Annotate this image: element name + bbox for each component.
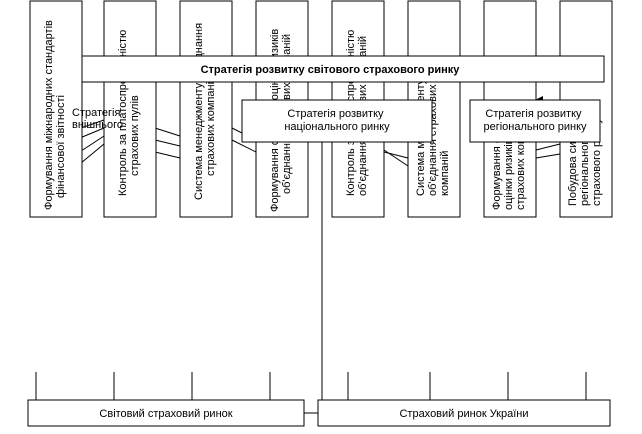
ukraine-market-label: Страховий ринок України [399, 408, 528, 420]
national-strategy-label: Стратегія розвитку національного ринку [284, 108, 390, 133]
bottom-ticks [35, 372, 587, 400]
regional-strategy-box [469, 99, 601, 143]
regional-strategy-label: Стратегія розвитку регіонального ринку [483, 108, 587, 133]
column-label-1: Формування міжнародних стандартів фінанс… [43, 17, 67, 210]
column-box-2 [103, 0, 157, 218]
world-market-label: Світовий страховий ринок [99, 408, 232, 420]
national-strategy-box [241, 99, 433, 143]
column-box-1 [29, 0, 83, 218]
svg-text:внішнього: внішнього [72, 119, 123, 131]
svg-text:Стратегія: Стратегія [72, 107, 120, 119]
ukraine-market-box [317, 399, 611, 427]
left-strategy-fragment: Стратегія внішнього [72, 107, 123, 131]
global-strategy-box [81, 55, 605, 83]
column-box-3 [179, 0, 233, 218]
global-strategy-label: Стратегія розвитку світового страхового … [201, 64, 461, 76]
